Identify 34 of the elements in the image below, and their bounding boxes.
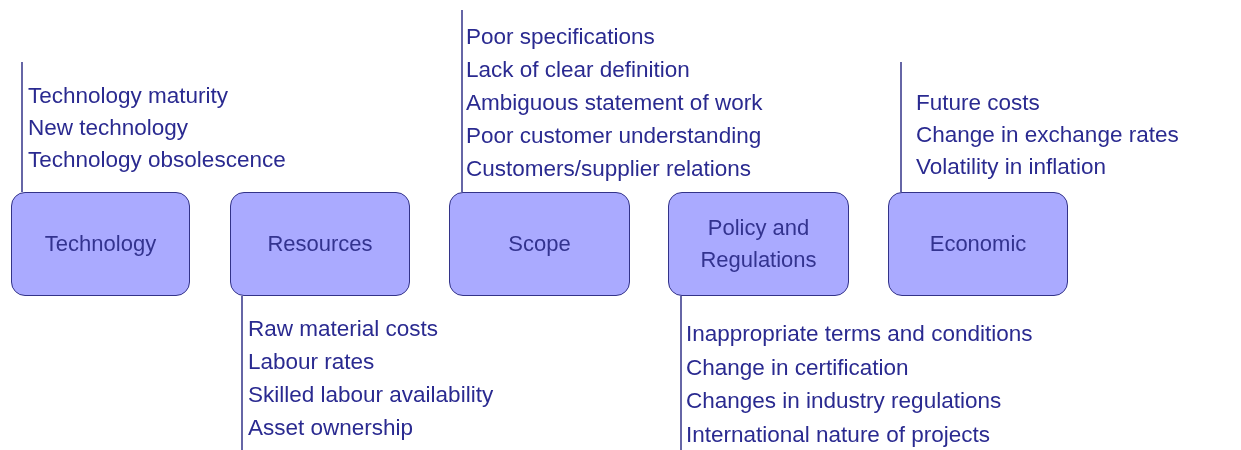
risk-item: New technology — [28, 114, 189, 142]
risk-item: Changes in industry regulations — [686, 387, 1002, 415]
connector-line — [21, 61, 23, 193]
category-box — [449, 192, 630, 296]
risk-item: Skilled labour availability — [248, 381, 494, 409]
risk-item: Lack of clear definition — [466, 56, 690, 84]
risk-item: Poor customer understanding — [466, 122, 762, 150]
risk-item: Labour rates — [248, 348, 375, 376]
connector-line — [680, 295, 682, 450]
risk-item: Change in exchange rates — [916, 121, 1179, 149]
risk-item: Customers/supplier relations — [466, 155, 752, 183]
risk-item: Volatility in inflation — [916, 153, 1107, 181]
risk-item: Poor specifications — [466, 23, 655, 51]
risk-item: Future costs — [916, 89, 1040, 117]
risk-item: Raw material costs — [248, 315, 439, 343]
category-label: Economic — [928, 230, 1028, 258]
risk-item: Asset ownership — [248, 414, 414, 442]
risk-item: International nature of projects — [686, 420, 990, 449]
category-label: Technology — [43, 230, 158, 258]
category-label: Resources — [266, 230, 374, 258]
connector-line — [241, 295, 243, 450]
category-box — [11, 192, 190, 296]
risk-item: Technology maturity — [28, 82, 229, 110]
connector-line — [900, 61, 902, 193]
category-box — [888, 192, 1068, 296]
risk-item: Technology obsolescence — [28, 146, 286, 174]
category-box — [668, 192, 849, 296]
category-box — [230, 192, 410, 296]
risk-item: Change in certification — [686, 353, 909, 382]
category-label: Scope — [507, 230, 572, 258]
connector-line — [461, 9, 463, 193]
risk-item: Inappropriate terms and conditions — [686, 320, 1033, 348]
category-label: Policy and Regulations — [699, 214, 818, 274]
risk-item: Ambiguous statement of work — [466, 89, 763, 117]
